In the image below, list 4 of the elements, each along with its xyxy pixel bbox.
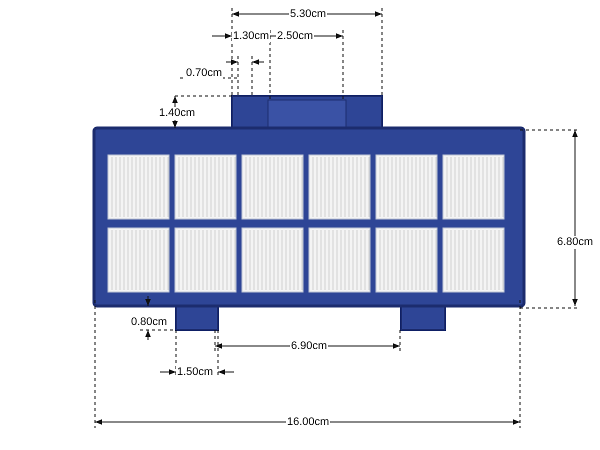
dimension-label: 6.80cm [556, 236, 594, 249]
dimension-label: 1.30cm [232, 30, 270, 43]
dimension-label: 1.40cm [158, 107, 196, 120]
dimension-label: 0.70cm [185, 67, 224, 80]
